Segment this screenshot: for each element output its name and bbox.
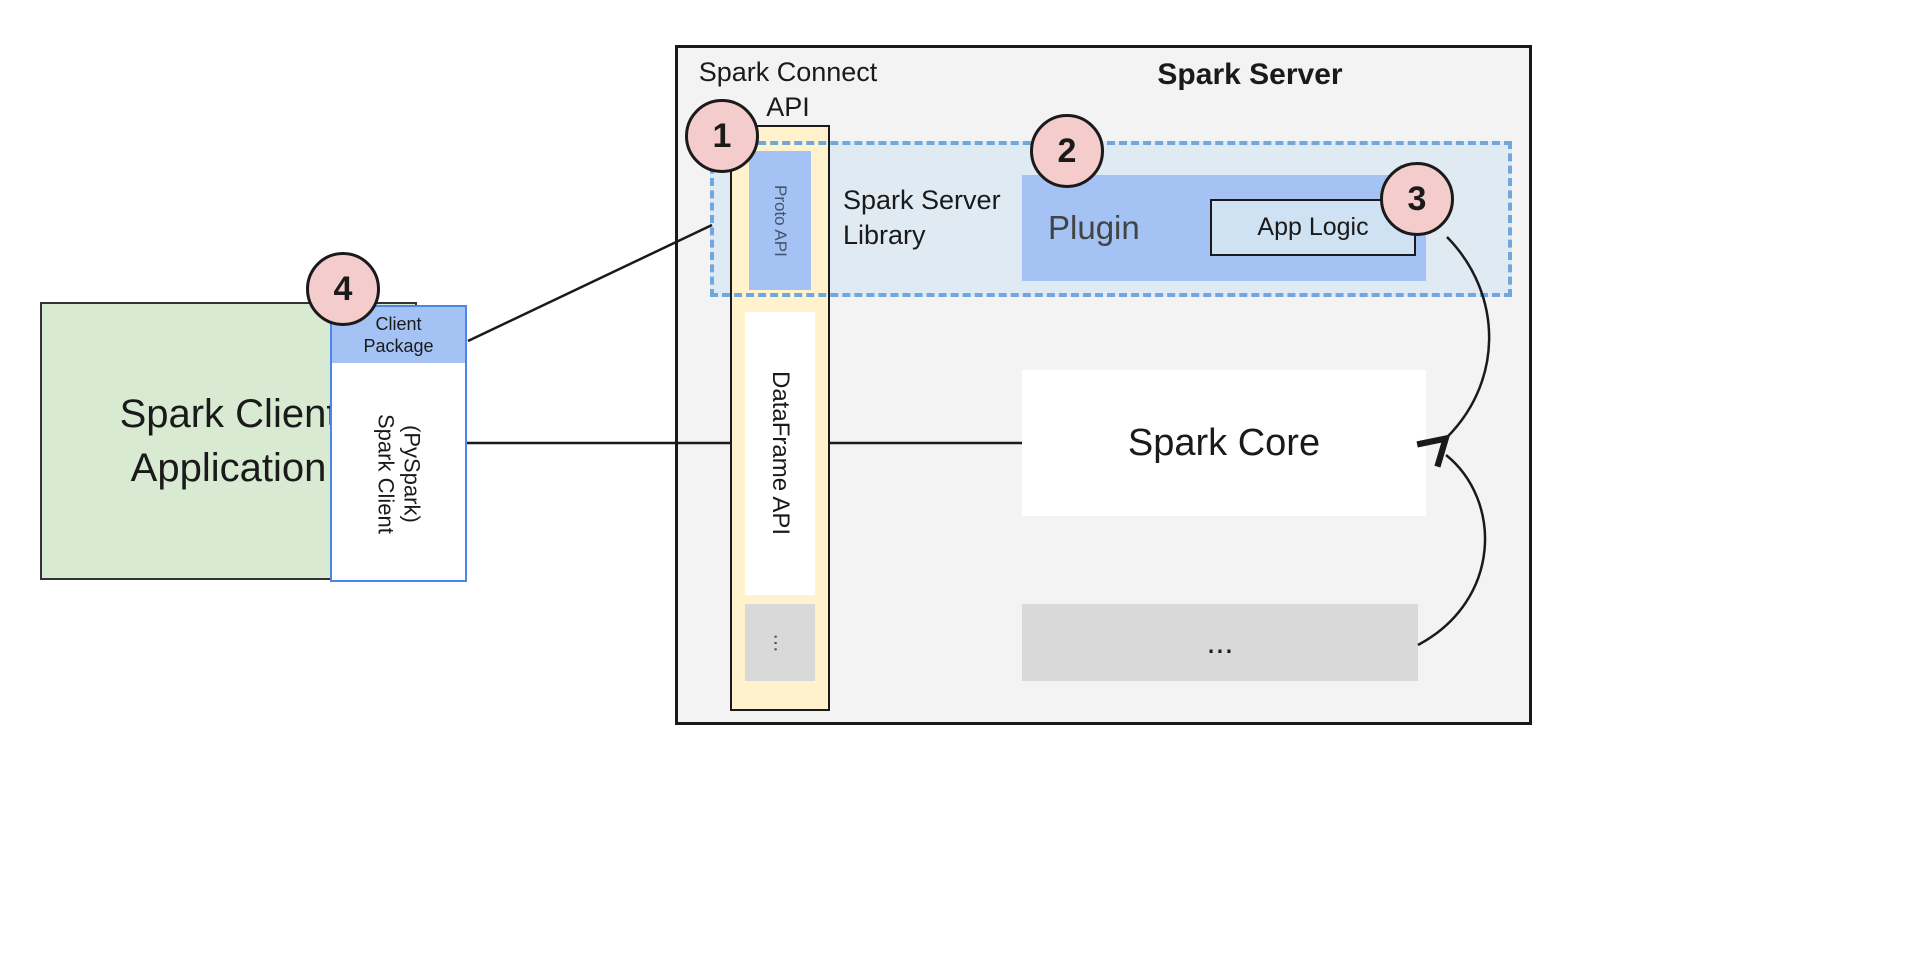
client-package-label: Client Package [363, 313, 434, 357]
server-library-label: Spark Server Library [843, 185, 1001, 251]
badge-1-label: 1 [712, 116, 732, 155]
spark-connect-api-label: Spark Connect API [698, 57, 878, 123]
spark-client-box: Client Package Spark Client (PySpark) [330, 305, 467, 582]
dataframe-api-label: DataFrame API [767, 371, 794, 536]
server-more-label: ... [1206, 624, 1234, 660]
badge-4-label: 4 [333, 269, 353, 308]
app-logic-label: App Logic [1257, 213, 1369, 241]
badge-1: 1 [685, 99, 759, 173]
server-more-box: ... [1022, 604, 1418, 681]
badge-2-label: 2 [1057, 131, 1077, 170]
api-more-box: … [745, 604, 815, 681]
plugin-label: Plugin [1048, 209, 1140, 246]
spark-client-application-label: Spark Client Application [119, 392, 338, 490]
spark-client-label: Spark Client (PySpark) [373, 413, 425, 534]
spark-core-box: Spark Core [1022, 370, 1426, 516]
spark-client-body: Spark Client (PySpark) [332, 363, 465, 584]
badge-4: 4 [306, 252, 380, 326]
dataframe-api-box: DataFrame API [745, 312, 815, 595]
server-library-border [710, 141, 1512, 297]
spark-server-title: Spark Server [1157, 58, 1343, 91]
proto-api-label: Proto API [771, 184, 790, 257]
api-more-label: … [769, 632, 792, 653]
proto-api-box: Proto API [749, 151, 811, 290]
badge-3: 3 [1380, 162, 1454, 236]
spark-core-label: Spark Core [1127, 421, 1321, 464]
badge-2: 2 [1030, 114, 1104, 188]
badge-3-label: 3 [1407, 179, 1427, 218]
